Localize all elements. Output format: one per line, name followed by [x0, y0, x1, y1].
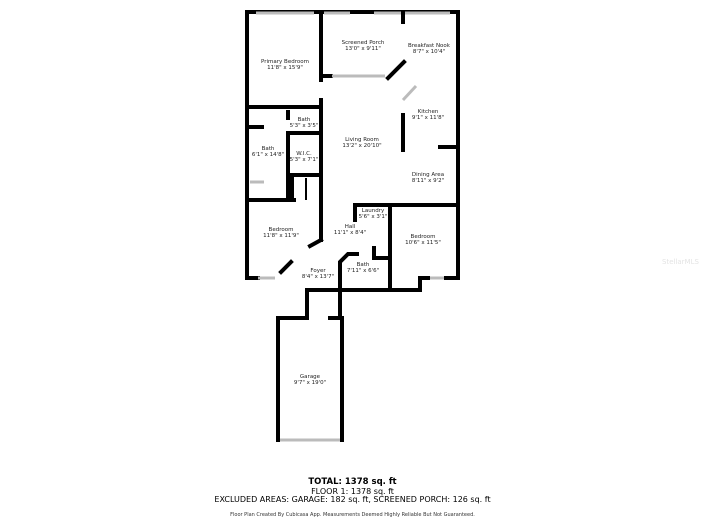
room-name: Garage: [300, 374, 321, 380]
room-name: Primary Bedroom: [261, 59, 309, 65]
credit-note: Floor Plan Created By Cubicasa App. Meas…: [230, 512, 475, 518]
room-name: Dining Area: [412, 172, 444, 178]
room-size: 8'7" x 10'4": [413, 49, 445, 55]
room-size: 8'4" x 13'7": [302, 274, 334, 280]
room-name: Breakfast Nook: [408, 43, 451, 49]
room-name: Bedroom: [411, 234, 436, 240]
room-name: Living Room: [345, 137, 379, 143]
room-name: Kitchen: [418, 109, 439, 115]
room-size: 7'11" x 6'6": [347, 268, 379, 274]
room-name: Laundry: [362, 208, 385, 214]
watermark: StellarMLS: [662, 258, 699, 266]
room-name: Foyer: [310, 268, 326, 274]
room-size: 11'1" x 8'4": [334, 230, 366, 236]
room-size: 5'3" x 3'5": [290, 123, 319, 129]
floor-area: FLOOR 1: 1378 sq. ft: [311, 487, 394, 496]
room-size: 11'8" x 15'9": [267, 65, 303, 71]
room-name: Screened Porch: [342, 40, 385, 46]
room-name: W.I.C.: [296, 151, 312, 157]
room-size: 13'0" x 9'11": [345, 46, 381, 52]
room-size: 11'8" x 11'9": [263, 233, 299, 239]
room-size: 9'7" x 19'0": [294, 380, 326, 386]
room-size: 8'11" x 9'2": [412, 178, 444, 184]
room-size: 9'1" x 11'8": [412, 115, 444, 121]
room-name: Bath: [357, 262, 370, 268]
excluded-areas: EXCLUDED AREAS: GARAGE: 182 sq. ft, SCRE…: [214, 495, 491, 504]
room-name: Bath: [262, 146, 275, 152]
room-size: 10'6" x 11'5": [405, 240, 441, 246]
room-name: Hall: [345, 224, 356, 230]
room-size: 5'6" x 3'1": [359, 214, 388, 220]
room-name: Bedroom: [269, 227, 294, 233]
room-name: Bath: [298, 117, 311, 123]
room-size: 6'1" x 14'8": [252, 152, 284, 158]
room-size: 13'2" x 20'10": [342, 143, 381, 149]
room-size: 5'3" x 7'1": [290, 157, 319, 163]
total-area: TOTAL: 1378 sq. ft: [308, 477, 397, 487]
walls: [245, 10, 460, 442]
room-labels: Primary Bedroom 11'8" x 15'9" Screened P…: [252, 40, 451, 386]
